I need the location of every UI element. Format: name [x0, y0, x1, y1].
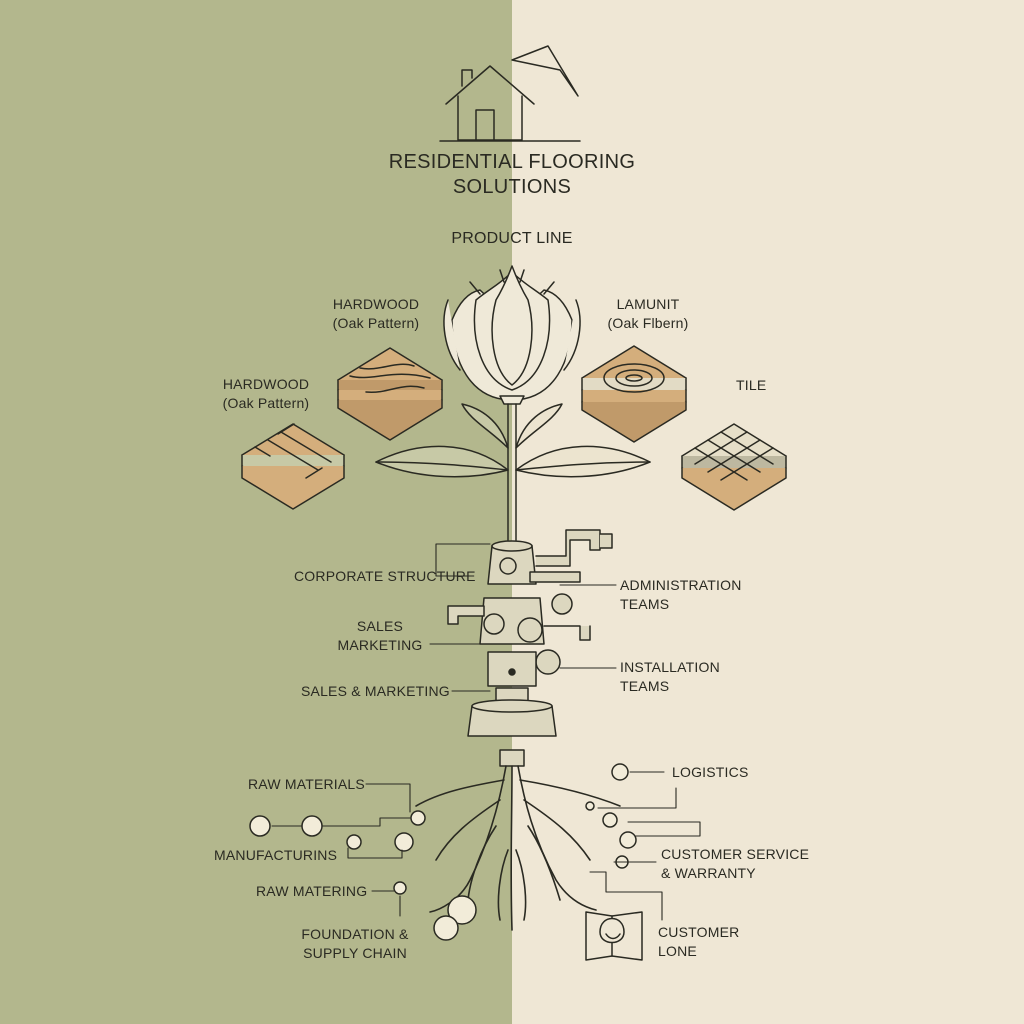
manufacturing-label: MANUFACTURINS: [214, 847, 338, 863]
title-line-2: SOLUTIONS: [452, 176, 572, 198]
raw-matering-label: RAW MATERING: [256, 883, 368, 899]
sales-marketing-label: SALES MARKETING: [337, 618, 423, 653]
right-background-panel: [512, 0, 1024, 1024]
left-background-panel: [0, 0, 512, 1024]
laminate-sample-icon: [581, 345, 687, 443]
installation-teams-label: INSTALLATION TEAMS: [620, 659, 720, 694]
root-system: [415, 765, 621, 931]
hardwood-left-sample-icon: [241, 423, 345, 510]
gear-pipe-machine: [447, 593, 591, 767]
customer-service-label: CUSTOMER SERVICE & WARRANTY: [661, 846, 810, 881]
laminate-label: LAMUNIT (Oak Flbern): [607, 296, 689, 331]
hardwood-top-label: HARDWOOD (Oak Pattern): [332, 296, 420, 331]
foundation-supply-chain-label: FOUNDATION & SUPPLY CHAIN: [301, 926, 409, 961]
product-line-label: PRODUCT LINE: [451, 230, 573, 247]
title-line-1: RESIDENTIAL FLOORING: [388, 151, 636, 173]
root-node-icons: [249, 763, 637, 941]
tile-sample-icon: [681, 423, 787, 511]
house-icon: [439, 45, 581, 142]
corporate-pipe-machine: [487, 529, 613, 585]
customer-lone-label: CUSTOMER LONE: [658, 924, 740, 959]
administration-teams-label: ADMINISTRATION TEAMS: [620, 577, 742, 612]
leader-lines: [271, 543, 701, 921]
corporate-structure-label: CORPORATE STRUCTURE: [294, 568, 476, 584]
stem-and-leaves: [375, 403, 651, 541]
raw-materials-label: RAW MATERIALS: [248, 776, 365, 792]
lotus-flower-icon: [443, 265, 581, 405]
sales-and-marketing-label: SALES & MARKETING: [301, 683, 450, 699]
tile-label: TILE: [736, 377, 767, 393]
customer-book-icon: [585, 911, 643, 961]
page-title: RESIDENTIAL FLOORING SOLUTIONS: [332, 150, 692, 200]
logistics-label: LOGISTICS: [672, 764, 749, 780]
hardwood-top-sample-icon: [337, 347, 443, 441]
hardwood-left-label: HARDWOOD (Oak Pattern): [222, 376, 310, 411]
